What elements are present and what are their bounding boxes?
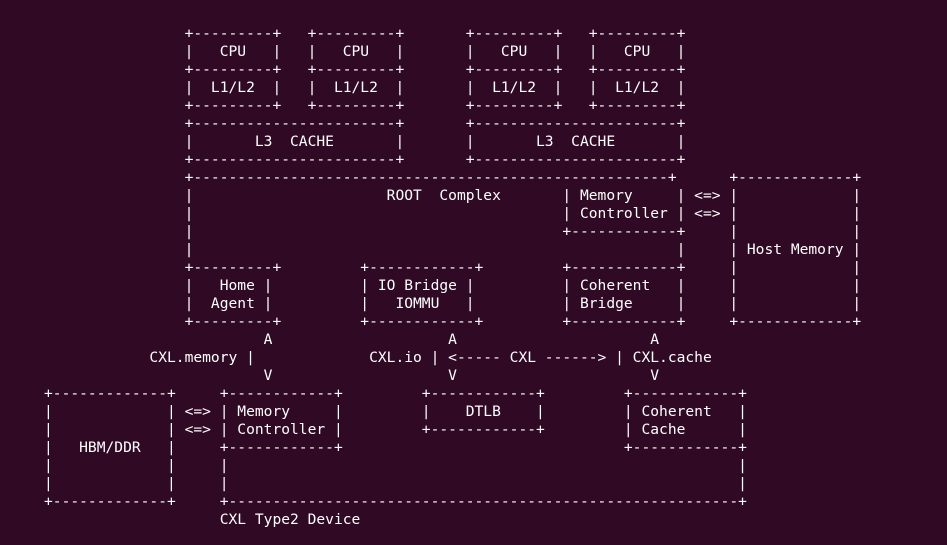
diagram-line-7: | L3 CACHE | | L3 CACHE |: [44, 133, 686, 150]
diagram-line-6: +-----------------------+ +-------------…: [44, 115, 686, 132]
diagram-line-27: +-------------+ +-----------------------…: [44, 493, 747, 510]
diagram-line-23: | | <=> | Controller | +------------+ | …: [44, 421, 747, 438]
diagram-line-1: +---------+ +---------+ +---------+ +---…: [44, 25, 686, 42]
diagram-line-28: CXL Type2 Device: [44, 511, 361, 528]
terminal-output: +---------+ +---------+ +---------+ +---…: [44, 25, 861, 529]
diagram-line-14: +---------+ +------------+ +------------…: [44, 259, 862, 276]
diagram-line-10: | ROOT Complex | Memory | <=> | |: [44, 187, 862, 204]
diagram-line-15: | Home | | IO Bridge | | Coherent | | |: [44, 277, 862, 294]
diagram-line-26: | | | |: [44, 475, 747, 492]
diagram-line-12: | +------------+ | |: [44, 223, 862, 240]
diagram-line-20: V V V: [44, 367, 660, 384]
diagram-line-22: | | <=> | Memory | | DTLB | | Coherent |: [44, 403, 747, 420]
diagram-line-11: | | Controller | <=> | |: [44, 205, 862, 222]
diagram-line-25: | | | |: [44, 457, 747, 474]
diagram-line-24: | HBM/DDR | +------------+ +------------…: [44, 439, 747, 456]
diagram-line-18: A A A: [44, 331, 660, 348]
diagram-line-9: +---------------------------------------…: [44, 169, 862, 186]
diagram-line-8: +-----------------------+ +-------------…: [44, 151, 686, 168]
diagram-line-2: | CPU | | CPU | | CPU | | CPU |: [44, 43, 686, 60]
diagram-line-19: CXL.memory | CXL.io | <----- CXL ------>…: [44, 349, 712, 366]
diagram-line-4: | L1/L2 | | L1/L2 | | L1/L2 | | L1/L2 |: [44, 79, 686, 96]
diagram-line-5: +---------+ +---------+ +---------+ +---…: [44, 97, 686, 114]
diagram-line-21: +-------------+ +------------+ +--------…: [44, 385, 747, 402]
diagram-line-16: | Agent | | IOMMU | | Bridge | | |: [44, 295, 862, 312]
diagram-line-13: | | | Host Memory |: [44, 241, 862, 258]
diagram-line-17: +---------+ +------------+ +------------…: [44, 313, 862, 330]
diagram-line-3: +---------+ +---------+ +---------+ +---…: [44, 61, 686, 78]
